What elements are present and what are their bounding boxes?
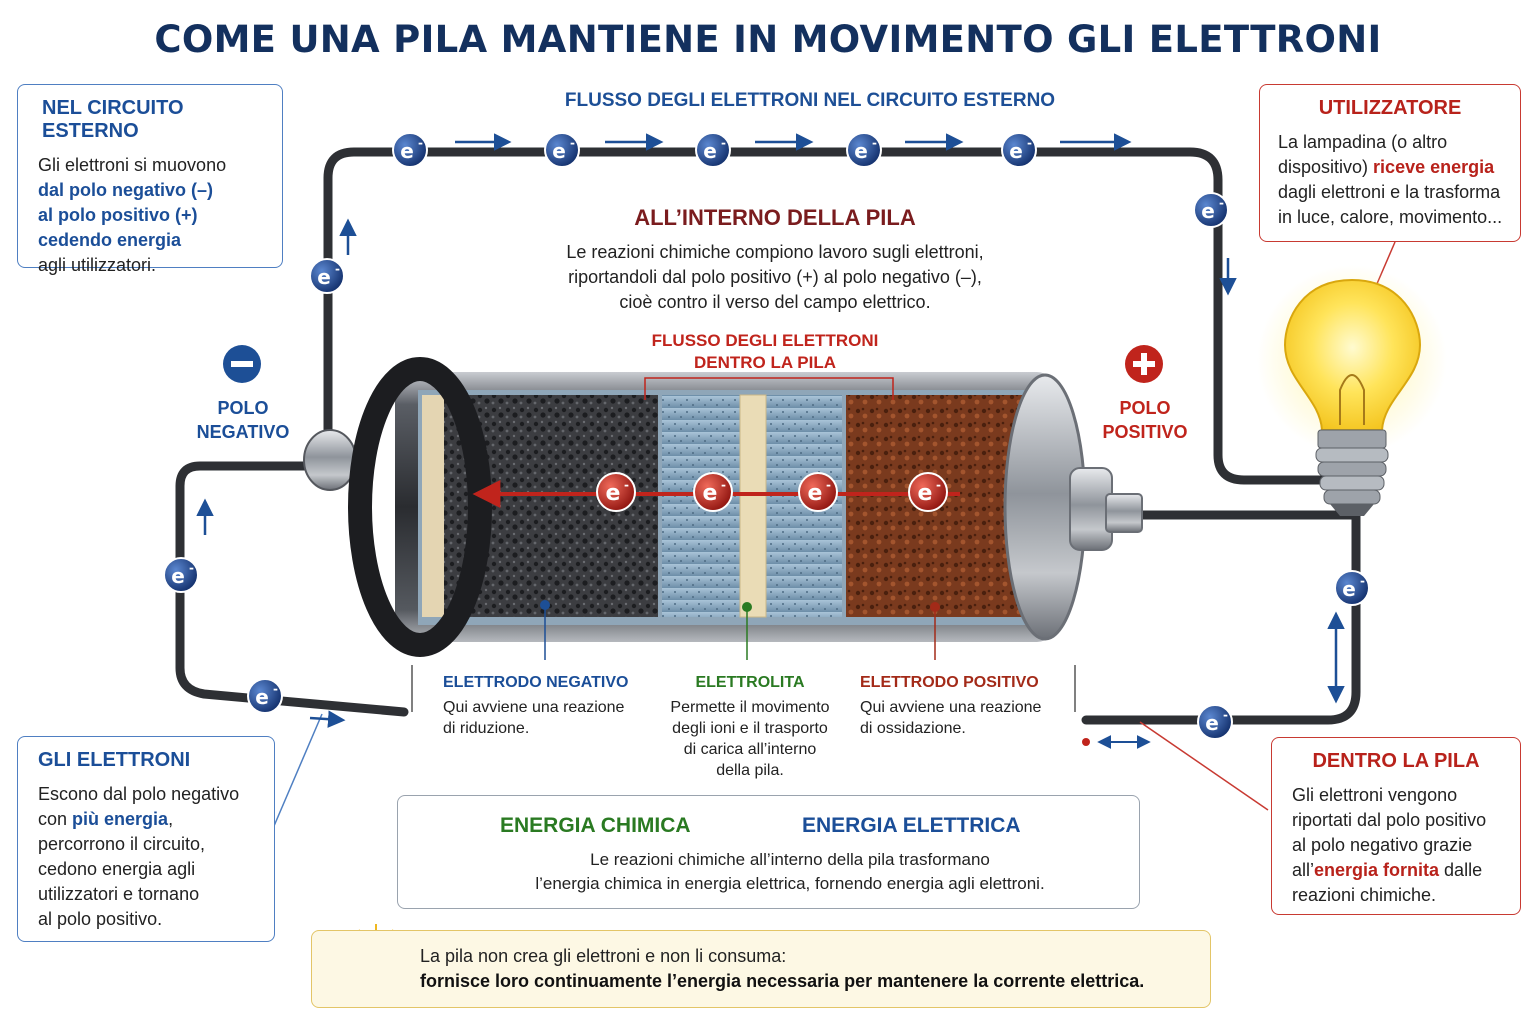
electrolyte-label: ELETTROLITA Permette il movimento degli … [670, 674, 830, 779]
inside-battery-box: DENTRO LA PILA Gli elettroni vengono rip… [1271, 737, 1521, 915]
negative-separator [422, 395, 444, 617]
electrons-layer: e-e-e-e-e-e-e-e-e-e-e-e-e-e-e- [163, 132, 1370, 740]
electron-label: e [703, 139, 717, 163]
electron-superscript: - [826, 478, 831, 492]
positive-electrode-label: ELETTRODO POSITIVO Qui avviene una reazi… [860, 674, 1042, 737]
electron-superscript: - [418, 136, 423, 150]
electron-label: e [606, 481, 621, 506]
electron-superscript: - [1027, 136, 1032, 150]
electrons-box: GLI ELETTRONI Escono dal polo negativo c… [17, 736, 275, 942]
electron-superscript: - [936, 478, 941, 492]
internal-flow-label: FLUSSO DEGLI ELETTRONI DENTRO LA PILA [651, 331, 879, 372]
electron-superscript: - [189, 561, 194, 575]
electron-label: e [703, 481, 718, 506]
electron-icon: e- [1334, 570, 1370, 606]
electron-icon: e- [309, 258, 345, 294]
electron-icon: e- [798, 472, 838, 512]
electron-label: e [400, 139, 414, 163]
electron-label: e [1201, 199, 1215, 223]
electron-icon: e- [163, 557, 199, 593]
electron-superscript: - [273, 682, 278, 696]
electrons-text: Escono dal polo negativo con più energia… [38, 784, 240, 929]
electron-superscript: - [1219, 196, 1224, 210]
plus-icon [1125, 345, 1163, 383]
inside-battery-heading: ALL’INTERNO DELLA PILA [634, 205, 916, 230]
wire-top [323, 147, 1331, 485]
energy-conversion-text: Le reazioni chimiche all’interno della p… [535, 850, 1045, 893]
electron-icon: e- [392, 132, 428, 168]
electron-superscript: - [721, 478, 726, 492]
light-bulb-icon [1257, 265, 1447, 516]
external-circuit-box: NEL CIRCUITO ESTERNO Gli elettroni si mu… [17, 84, 283, 275]
positive-terminal [1105, 493, 1143, 533]
energy-conversion-box [397, 795, 1140, 909]
electron-icon: e- [695, 132, 731, 168]
electron-label: e [1342, 577, 1356, 601]
electron-superscript: - [1223, 708, 1228, 722]
inside-box-text: Gli elettroni vengono riportati dal polo… [1292, 785, 1487, 905]
electrons-heading: GLI ELETTRONI [38, 749, 191, 771]
negative-electrode-label: ELETTRODO NEGATIVO Qui avviene una reazi… [443, 674, 629, 737]
arrow-icon [309, 710, 346, 728]
electron-icon: e- [1001, 132, 1037, 168]
wire-right [1081, 510, 1361, 725]
user-device-heading: UTILIZZATORE [1318, 97, 1462, 119]
electron-label: e [854, 139, 868, 163]
flow-arrows [196, 133, 1345, 728]
electron-label: e [317, 265, 331, 289]
electron-icon: e- [1197, 704, 1233, 740]
electron-label: e [1205, 711, 1219, 735]
electron-label: e [171, 564, 185, 588]
electron-icon: e- [908, 472, 948, 512]
electron-superscript: - [872, 136, 877, 150]
external-flow-label: FLUSSO DEGLI ELETTRONI NEL CIRCUITO ESTE… [564, 90, 1056, 111]
electron-superscript: - [1360, 574, 1365, 588]
negative-pole-label: POLO NEGATIVO [196, 398, 290, 442]
electron-label: e [1009, 139, 1023, 163]
user-device-text: La lampadina (o altro dispositivo) ricev… [1278, 132, 1503, 227]
electron-icon: e- [1193, 192, 1229, 228]
internal-flow-bracket [644, 377, 894, 400]
electron-label: e [552, 139, 566, 163]
note-line-1: La pila non crea gli elettroni e non li … [420, 946, 787, 966]
label-leaders [273, 241, 1396, 827]
electron-icon: e- [247, 678, 283, 714]
electron-label: e [918, 481, 933, 506]
electron-superscript: - [570, 136, 575, 150]
electron-superscript: - [624, 478, 629, 492]
electron-icon: e- [693, 472, 733, 512]
page-title: COME UNA PILA MANTIENE IN MOVIMENTO GLI … [154, 18, 1382, 61]
electron-label: e [808, 481, 823, 506]
user-device-box: UTILIZZATORE La lampadina (o altro dispo… [1259, 84, 1521, 242]
electron-icon: e- [846, 132, 882, 168]
chemical-energy-label: ENERGIA CHIMICA [500, 814, 691, 837]
electron-icon: e- [596, 472, 636, 512]
electron-label: e [255, 685, 269, 709]
electron-icon: e- [544, 132, 580, 168]
note-box [311, 930, 1211, 1008]
electron-superscript: - [335, 262, 340, 276]
external-circuit-text: Gli elettroni si muovono dal polo negati… [38, 155, 227, 275]
separator [739, 394, 767, 618]
minus-icon [223, 345, 261, 383]
inside-box-heading: DENTRO LA PILA [1312, 750, 1480, 772]
negative-terminal [303, 429, 357, 491]
positive-pole-label: POLO POSITIVO [1102, 398, 1188, 442]
external-circuit-heading: NEL CIRCUITO ESTERNO [42, 97, 184, 142]
electron-superscript: - [721, 136, 726, 150]
red-marker [1082, 738, 1090, 746]
electric-energy-label: ENERGIA ELETTRICA [802, 814, 1021, 837]
note-line-2: fornisce loro continuamente l’energia ne… [420, 971, 1145, 991]
inside-battery-text: Le reazioni chimiche compiono lavoro sug… [566, 242, 984, 312]
